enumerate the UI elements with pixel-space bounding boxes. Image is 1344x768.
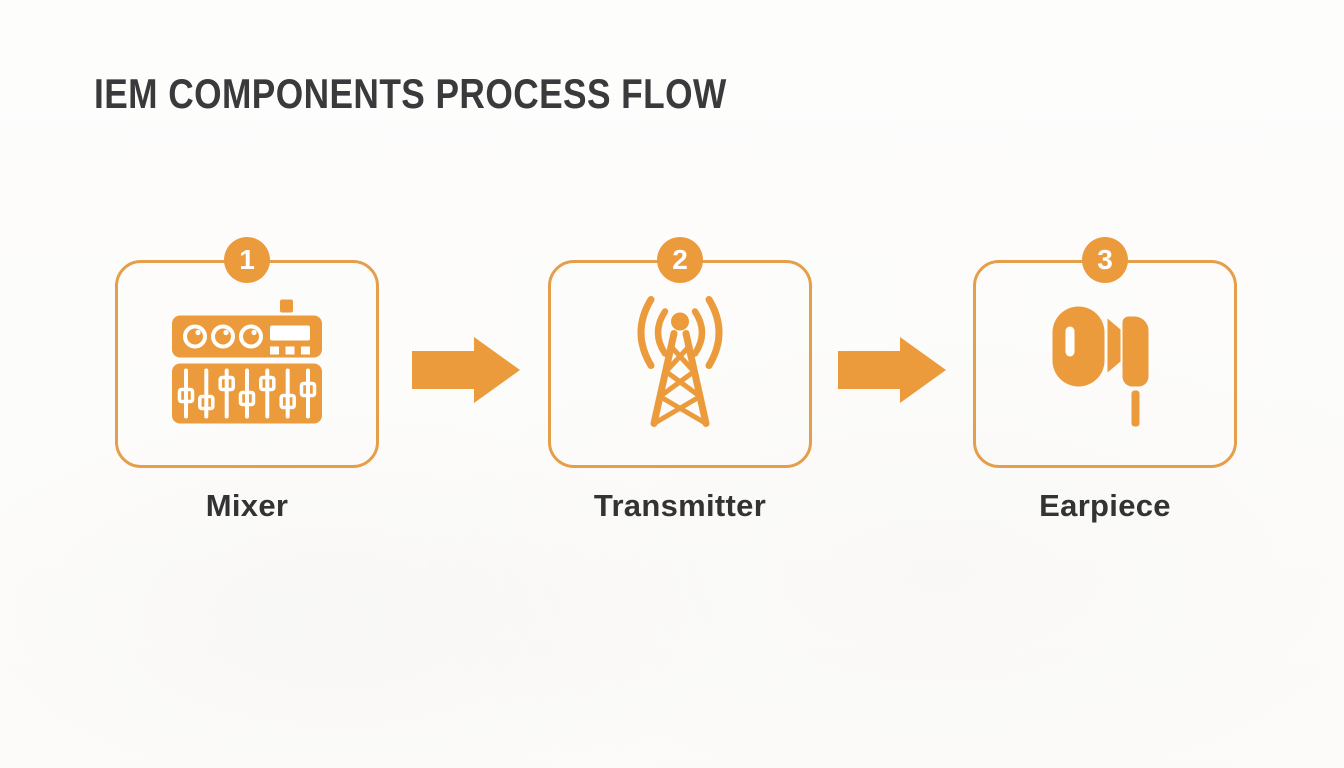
page-title: IEM COMPONENTS PROCESS FLOW [94, 70, 727, 117]
step-card-mixer: 1 [115, 237, 379, 468]
step-number: 1 [239, 244, 255, 275]
step-number: 3 [1097, 244, 1113, 275]
step-label-mixer: Mixer [205, 488, 289, 523]
arrow-right-icon [838, 337, 946, 403]
step-number-badge: 1 [224, 237, 270, 283]
step-card-transmitter: 2 [548, 237, 812, 468]
earpiece-icon [1052, 297, 1158, 432]
transmitter-icon [625, 292, 735, 437]
step-label-transmitter: Transmitter [593, 488, 767, 523]
step-card-earpiece: 3 [973, 237, 1237, 468]
step-label-earpiece: Earpiece [1039, 488, 1171, 523]
mixer-icon [172, 299, 322, 429]
step-number-badge: 3 [1082, 237, 1128, 283]
arrow-right-icon [412, 337, 520, 403]
step-number: 2 [672, 244, 688, 275]
step-number-badge: 2 [657, 237, 703, 283]
